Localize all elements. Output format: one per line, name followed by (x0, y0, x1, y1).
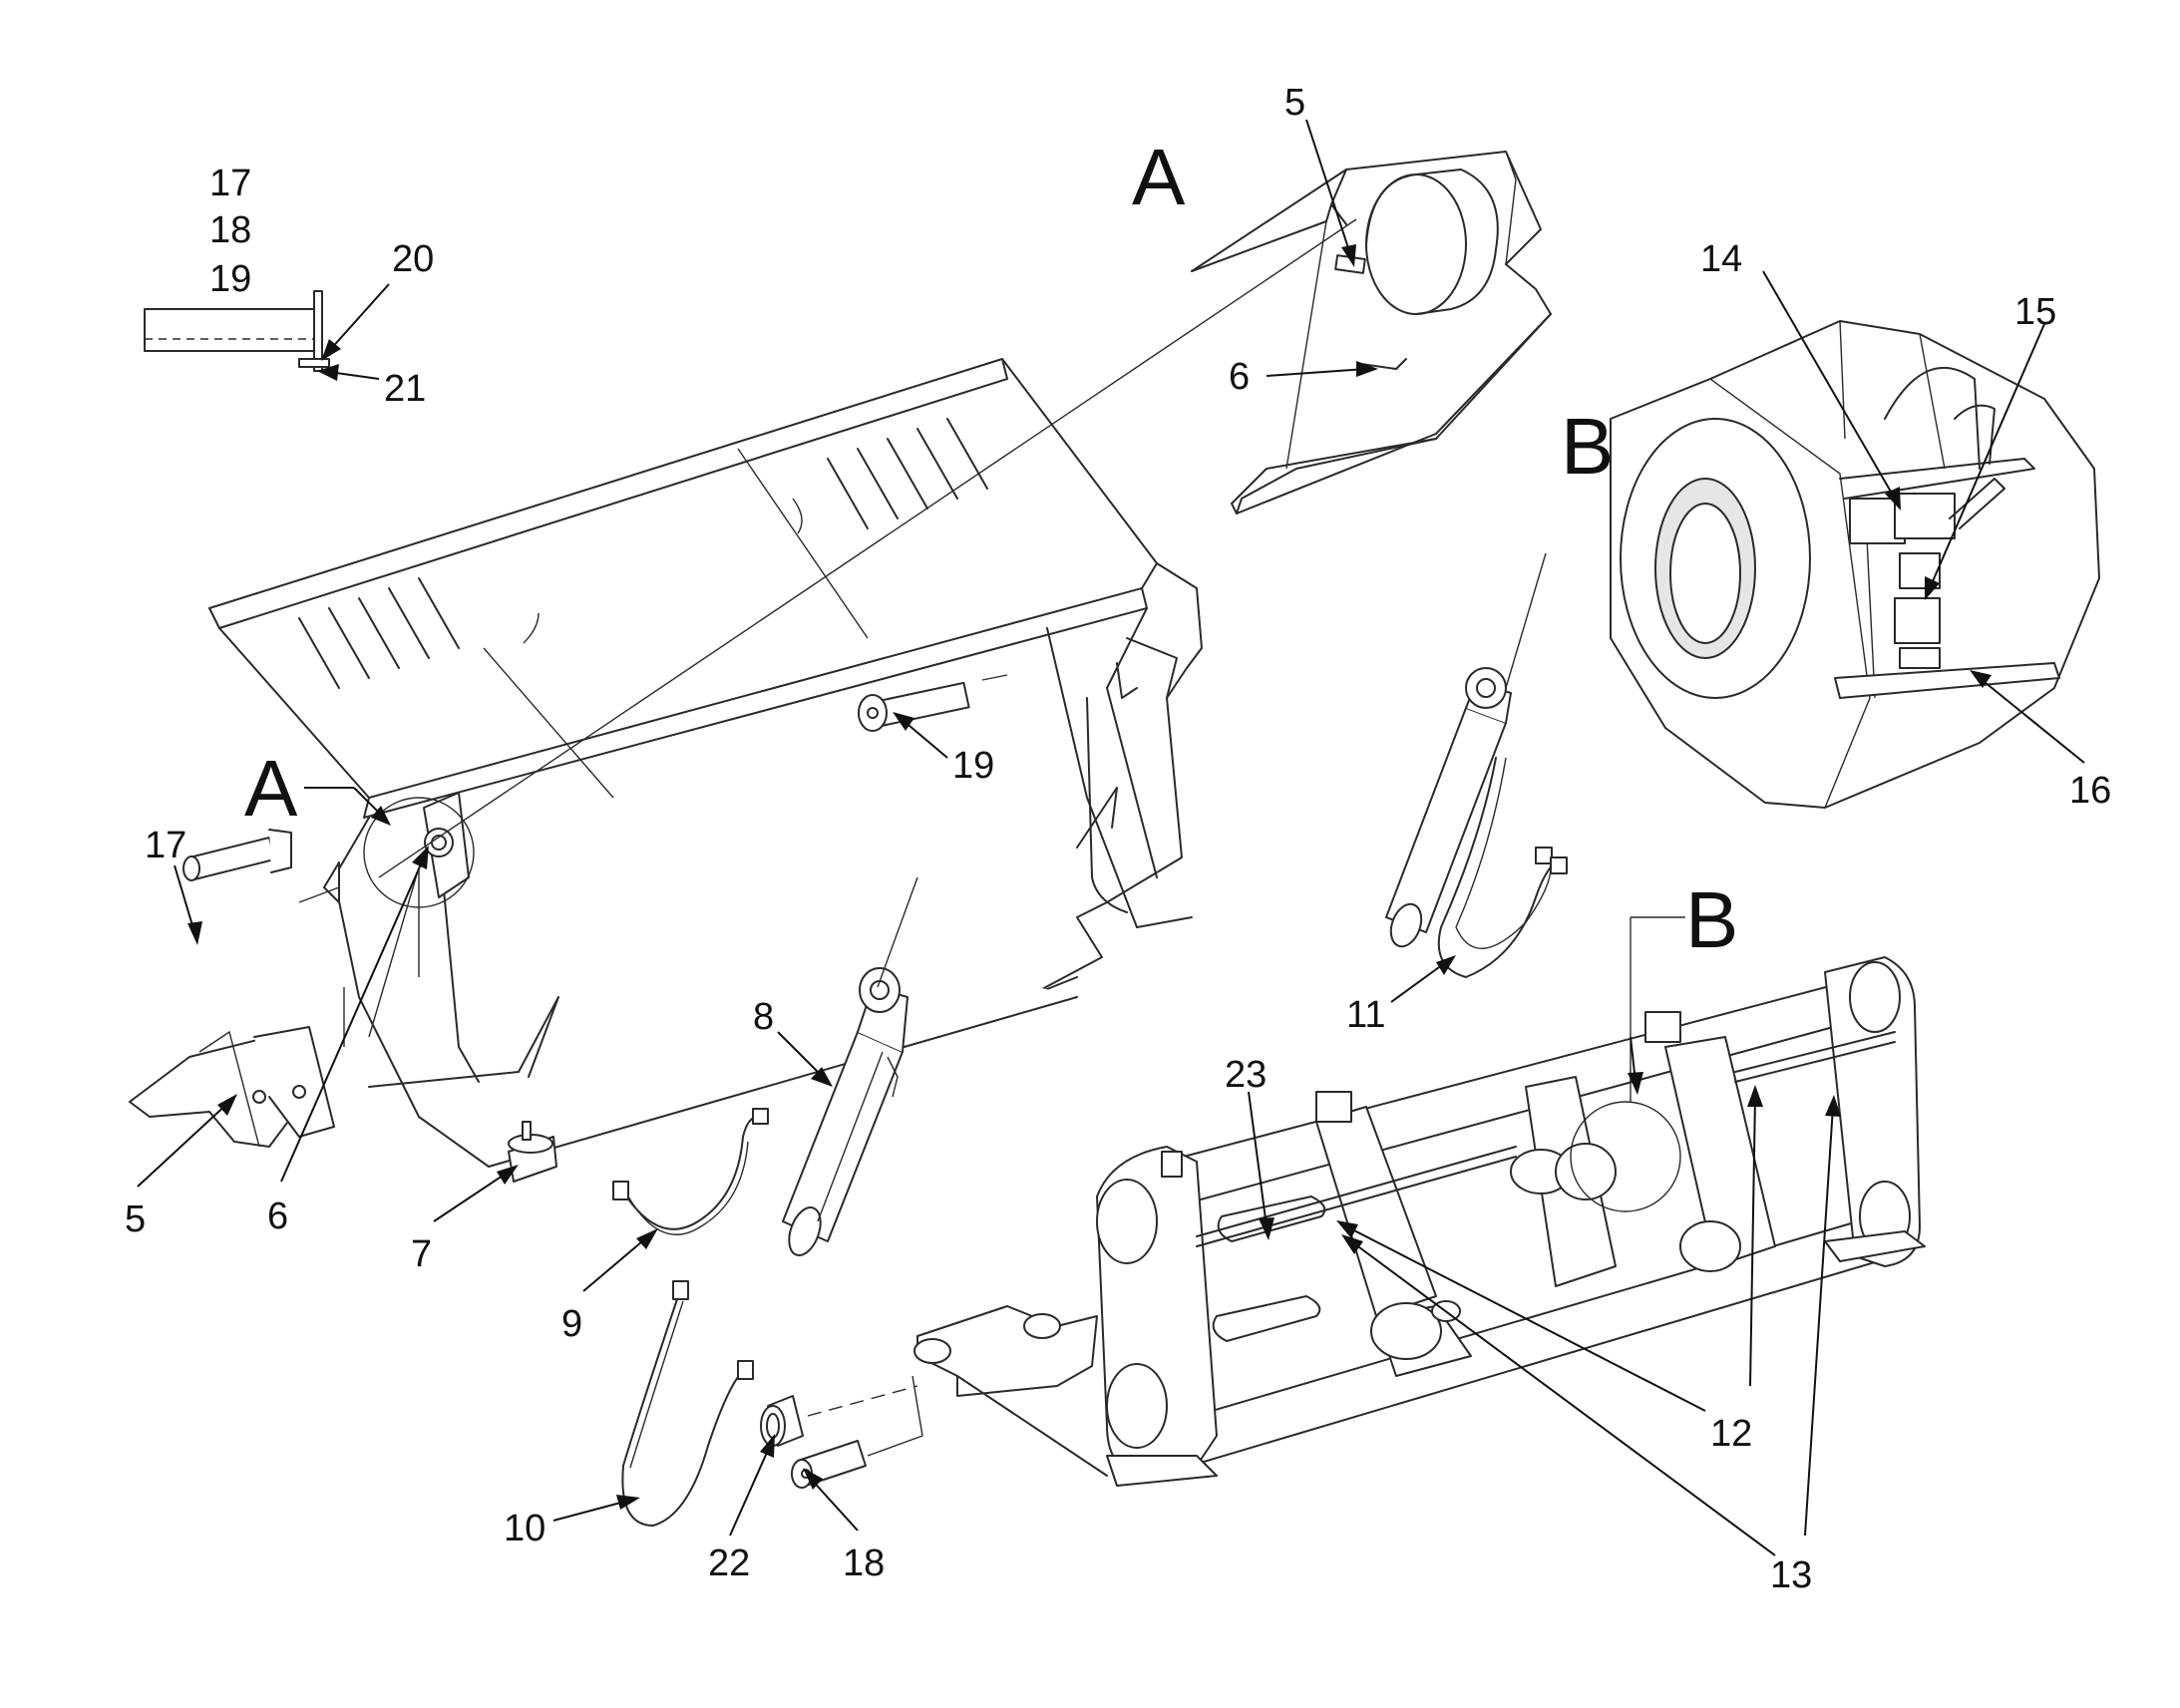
label-text-group: A A B B 17 18 19 20 21 5 6 14 15 16 19 1… (125, 82, 2111, 1596)
part-label-19: 19 (952, 745, 994, 787)
detail-b-view (1610, 320, 2100, 809)
pad-7 (508, 1121, 557, 1183)
bucket (129, 218, 1357, 1168)
loader-frame (913, 916, 1926, 1487)
part-label-6: 6 (267, 1196, 288, 1237)
part-label-15: 15 (2014, 291, 2056, 333)
part-label-18-legend: 18 (209, 209, 251, 251)
detail-label-b-frame: B (1685, 875, 1738, 964)
part-label-7: 7 (411, 1233, 432, 1275)
part-label-20: 20 (392, 238, 434, 280)
part-label-23: 23 (1225, 1054, 1267, 1096)
part-label-14: 14 (1700, 238, 1742, 280)
part-label-19-legend: 19 (209, 258, 251, 300)
part-label-21: 21 (384, 368, 426, 410)
part-label-8: 8 (753, 996, 774, 1038)
detail-label-b-top: B (1561, 402, 1614, 491)
part-label-18: 18 (843, 1542, 885, 1584)
bushing-22 (760, 1385, 918, 1447)
detail-a-view (1191, 151, 1552, 514)
part-label-12: 12 (1710, 1413, 1752, 1455)
part-label-5: 5 (125, 1198, 146, 1240)
leader-lines (137, 119, 2085, 1556)
part-label-22: 22 (708, 1542, 750, 1584)
part-label-9: 9 (561, 1303, 582, 1345)
part-label-17-legend: 17 (209, 163, 251, 204)
part-label-6-detail: 6 (1229, 356, 1250, 398)
part-label-10: 10 (504, 1508, 545, 1549)
detail-label-a-top: A (1132, 133, 1186, 221)
part-label-5-detail: 5 (1284, 82, 1305, 124)
part-label-13: 13 (1770, 1554, 1812, 1596)
pin-17 (182, 829, 345, 1047)
part-label-17: 17 (145, 825, 186, 866)
hose-10 (621, 1280, 754, 1527)
detail-label-a-bucket: A (244, 744, 298, 833)
part-label-11: 11 (1346, 994, 1385, 1036)
hose-9 (612, 1108, 769, 1235)
pin-assembly-legend (144, 290, 330, 372)
pin-18 (791, 1375, 923, 1489)
hydraulic-cylinder-8 (782, 876, 918, 1256)
hydraulic-cylinder-11 (1385, 552, 1568, 978)
part-label-16: 16 (2069, 770, 2111, 812)
